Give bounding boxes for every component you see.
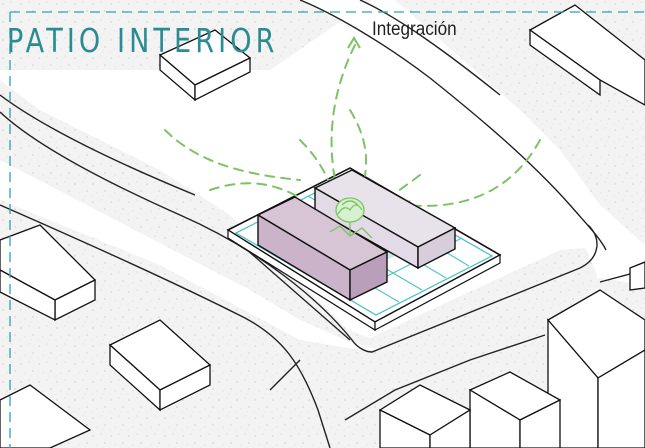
integration-label: Integración [372,19,457,40]
tree-icon [329,197,373,239]
frame-border [9,11,645,448]
volume-purple [256,196,389,302]
neighbor-buildings [0,4,645,448]
diagram-title: PATIO INTERIOR [7,21,279,60]
arrow-icon [347,36,361,49]
